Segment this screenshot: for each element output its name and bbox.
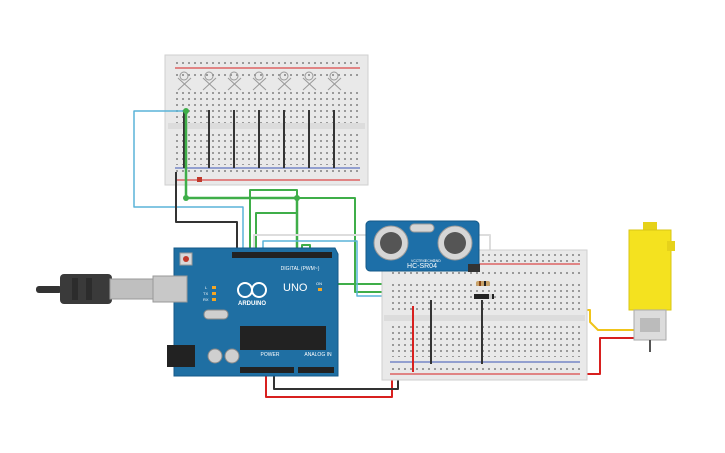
analog-label: ANALOG IN	[304, 352, 332, 358]
wire-red-motor	[583, 337, 637, 375]
brand-label: ARDUINO	[238, 301, 266, 307]
power-jack	[167, 345, 195, 367]
wire-red-5v	[265, 373, 393, 398]
led-label-l: L	[205, 285, 208, 290]
digital-header	[232, 252, 332, 258]
led-label-rx: RX	[203, 297, 209, 302]
wire-blue-right	[262, 240, 425, 297]
wire-blue-left	[133, 110, 244, 248]
diode-icon[interactable]	[474, 294, 494, 299]
power-header	[240, 367, 294, 373]
arduino-uno-board[interactable]: DIGITAL (PWM~) POWER ANALOG IN ARDUINO U…	[152, 247, 339, 377]
digital-label: DIGITAL (PWM~)	[281, 266, 320, 272]
wire-black-gnd	[175, 172, 238, 250]
resistor-icon[interactable]	[476, 281, 490, 286]
wire-green-4	[255, 212, 297, 250]
ultrasonic-sensor[interactable]: HC-SR04 VCC TRIG ECHO GND	[365, 220, 480, 272]
led-jumpers	[183, 110, 335, 168]
led-icon[interactable]	[202, 71, 217, 91]
resistor-icon[interactable]	[197, 177, 202, 182]
analog-header	[298, 367, 334, 373]
power-label: POWER	[261, 352, 280, 358]
sensor-model-label: HC-SR04	[407, 263, 437, 270]
led-icon[interactable]	[252, 71, 267, 91]
model-label: UNO	[283, 282, 308, 294]
transistor-icon[interactable]	[468, 264, 480, 272]
led-icon[interactable]	[277, 71, 292, 91]
wire-green-3	[249, 189, 298, 250]
led-icon[interactable]	[327, 71, 342, 91]
led-label-tx: TX	[203, 291, 208, 296]
arduino-logo	[237, 282, 267, 298]
usb-port	[152, 275, 188, 303]
on-label: ON	[316, 281, 322, 286]
bottom-jumpers	[412, 300, 483, 372]
led-row	[177, 71, 342, 91]
wire-black-power	[273, 373, 399, 390]
dc-motor-icon[interactable]	[628, 222, 675, 352]
led-icon[interactable]	[302, 71, 317, 91]
sensor-pin-gnd: GND	[433, 259, 441, 263]
atmega-chip	[240, 326, 326, 350]
usb-cable-icon[interactable]	[36, 274, 156, 304]
wire-green-5	[301, 244, 425, 285]
sensor-pin-vcc: VCC	[411, 259, 419, 263]
led-icon[interactable]	[227, 71, 242, 91]
led-icon[interactable]	[177, 71, 192, 91]
sensor-pin-trig: TRIG	[418, 259, 427, 263]
sensor-pin-echo: ECHO	[425, 259, 435, 263]
